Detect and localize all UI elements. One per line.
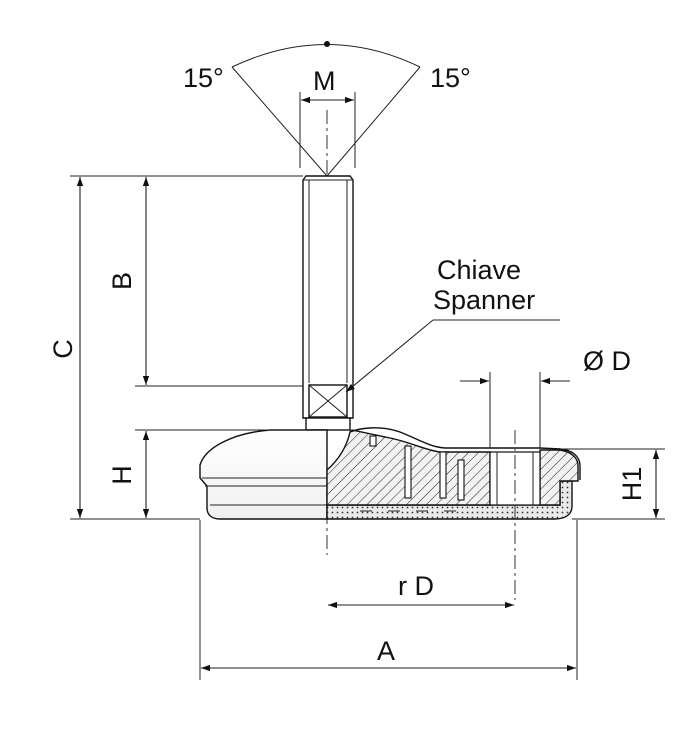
tilt-ray-right bbox=[326, 66, 421, 177]
width-a-label: A bbox=[377, 636, 395, 666]
radius-dimension: r D bbox=[328, 571, 514, 609]
tilt-arc bbox=[231, 44, 421, 68]
width-dimension: A bbox=[199, 520, 578, 680]
height-h1-label: H1 bbox=[617, 467, 647, 502]
tilt-angle-indicator: 15° 15° bbox=[183, 41, 471, 177]
base-section-half bbox=[326, 427, 581, 600]
key-label-en: Spanner bbox=[433, 285, 535, 315]
thread-label: M bbox=[313, 66, 336, 96]
threaded-stud bbox=[302, 175, 354, 431]
length-b-label: B bbox=[107, 272, 137, 290]
left-dimensions: C B H bbox=[48, 175, 306, 520]
tilt-ray-left bbox=[231, 66, 328, 177]
height-h-label: H bbox=[107, 465, 137, 485]
hole-diameter-dimension: Ø D bbox=[460, 346, 631, 448]
arc-center-dot bbox=[324, 41, 330, 47]
hole-diameter-label: Ø D bbox=[583, 346, 631, 376]
height-c-label: C bbox=[48, 339, 78, 359]
h1-dimension: H1 bbox=[560, 448, 665, 520]
base-exterior-half bbox=[199, 429, 328, 520]
radius-label: r D bbox=[398, 571, 434, 601]
thread-dimension: M bbox=[299, 66, 356, 168]
spanner-callout: Chiave Spanner bbox=[345, 255, 560, 393]
key-label-it: Chiave bbox=[437, 255, 521, 285]
angle-left-label: 15° bbox=[183, 63, 224, 93]
angle-right-label: 15° bbox=[430, 63, 471, 93]
